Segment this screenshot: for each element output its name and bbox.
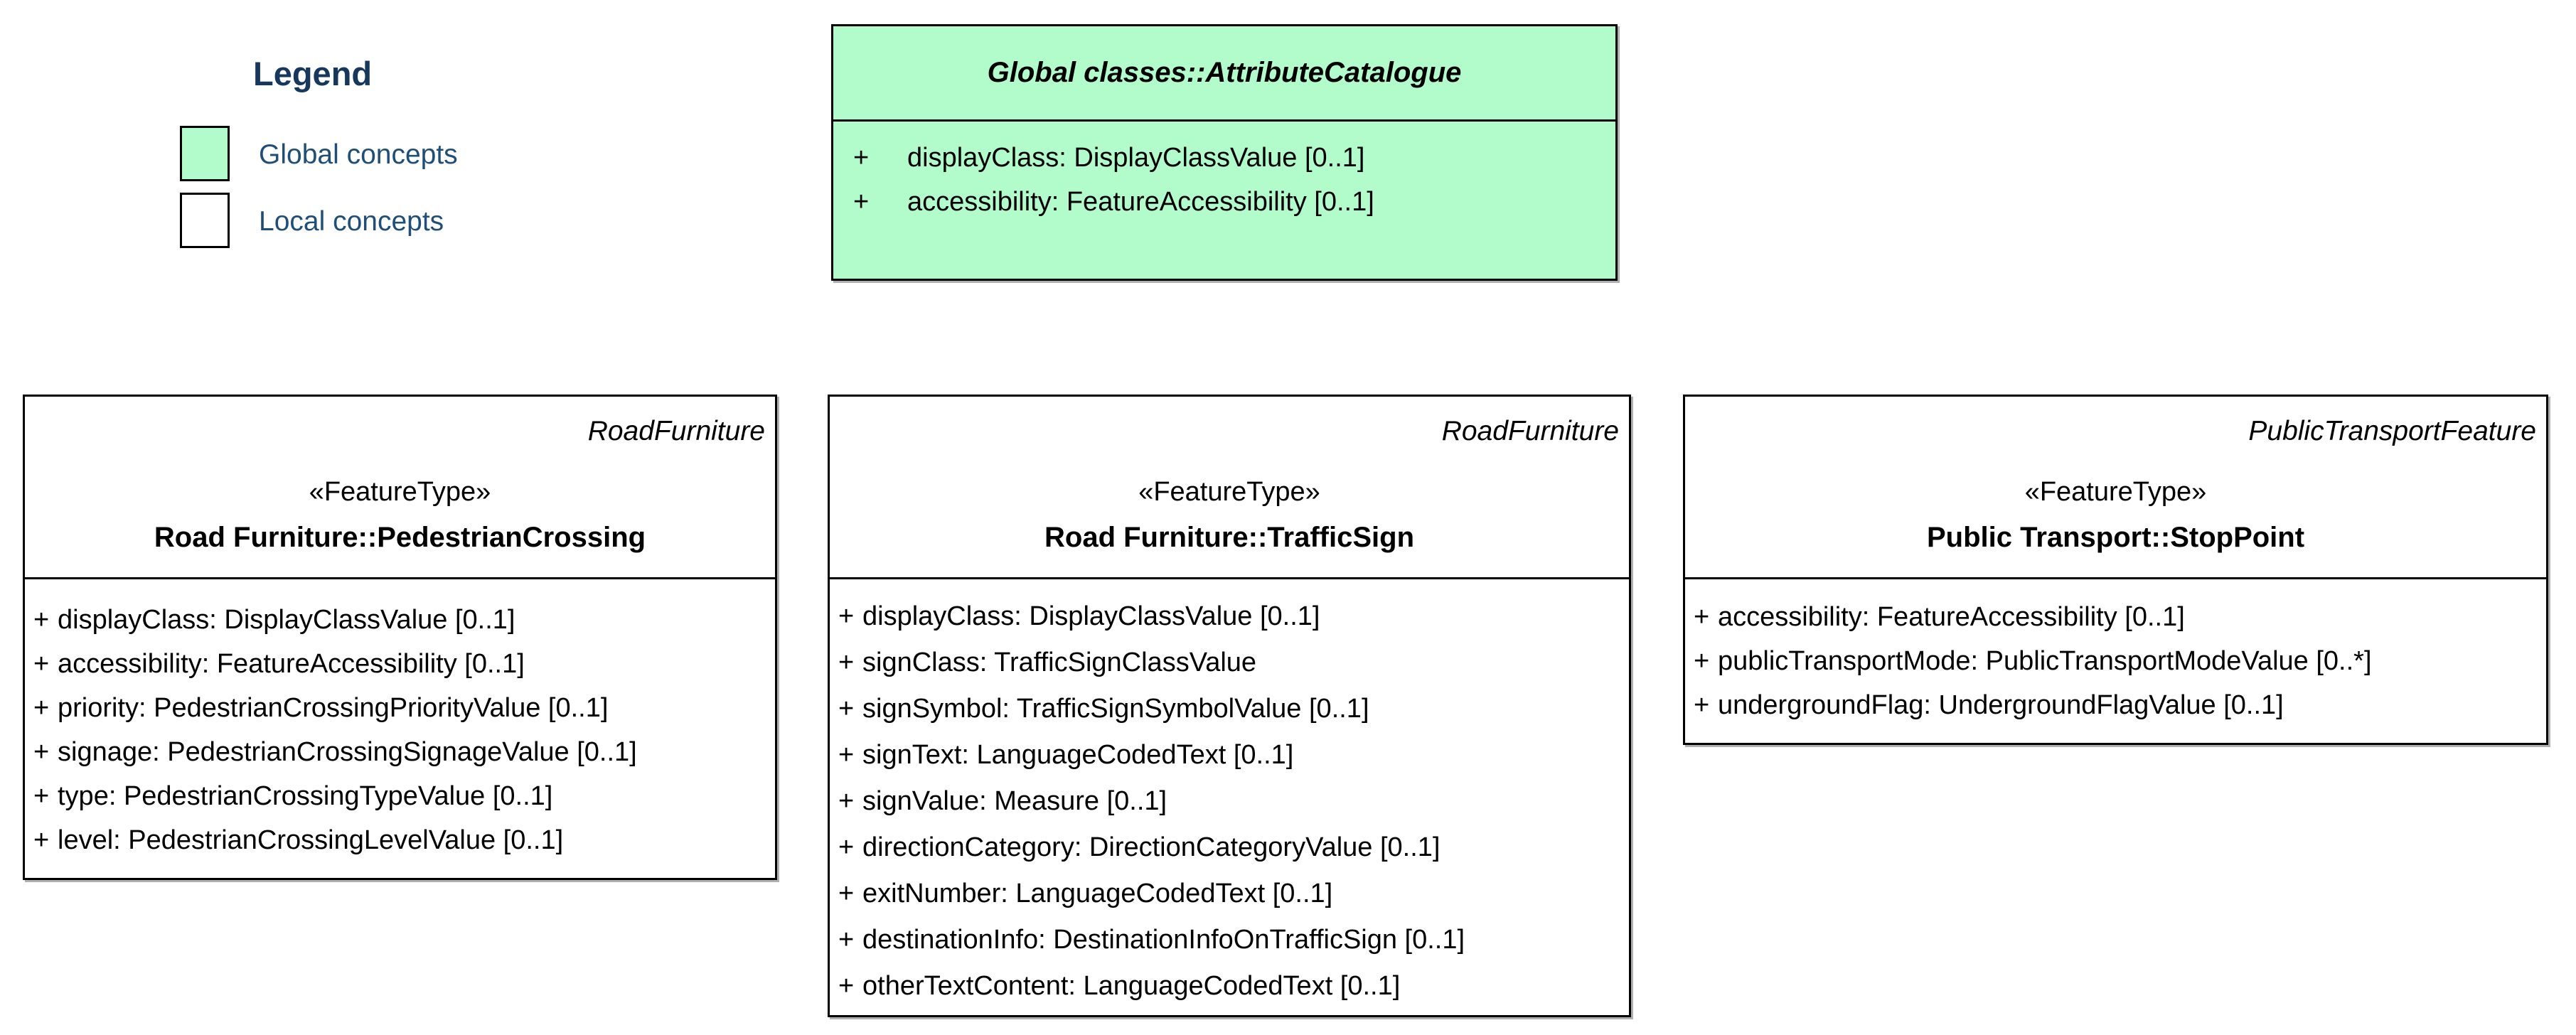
class-header: Global classes::AttributeCatalogue [833,26,1615,122]
class-box-stop-point: PublicTransportFeature «FeatureType» Pub… [1683,395,2548,745]
visibility-plus: + [838,832,855,862]
class-header: RoadFurniture «FeatureType» Road Furnitu… [25,397,775,579]
visibility-plus: + [33,825,50,855]
region-label: RoadFurniture [587,416,765,446]
visibility-plus: + [838,694,855,724]
attribute-row: + signValue: Measure [0..1] [830,778,1629,825]
legend-label-global-concepts: Global concepts [259,139,458,170]
attribute-row: + accessibility: FeatureAccessibility [0… [1685,595,2546,639]
visibility-plus: + [33,649,50,679]
legend-swatch-local-concepts [180,193,230,248]
attribute-row: + directionCategory: DirectionCategoryVa… [830,825,1629,871]
class-stereotype: «FeatureType» [2024,477,2207,507]
attribute-compartment: + displayClass: DisplayClassValue [0..1]… [25,579,775,862]
attribute-row: + level: PedestrianCrossingLevelValue [0… [25,818,775,862]
attribute-text: otherTextContent: LanguageCodedText [0..… [862,971,1401,1001]
visibility-plus: + [1694,690,1710,720]
class-stereotype: «FeatureType» [309,477,491,507]
legend-label-local-concepts: Local concepts [259,206,444,237]
attribute-row: + priority: PedestrianCrossingPriorityVa… [25,686,775,730]
attribute-text: displayClass: DisplayClassValue [0..1] [907,143,1365,173]
attribute-row: + otherTextContent: LanguageCodedText [0… [830,963,1629,1009]
attribute-row: + destinationInfo: DestinationInfoOnTraf… [830,917,1629,963]
attribute-row: + displayClass: DisplayClassValue [0..1] [833,136,1615,180]
legend-title: Legend [253,55,373,92]
visibility-plus: + [838,925,855,955]
class-name: Road Furniture::TrafficSign [1044,522,1414,553]
attribute-compartment: + displayClass: DisplayClassValue [0..1]… [830,579,1629,1009]
visibility-plus: + [838,648,855,677]
region-label: PublicTransportFeature [2248,416,2536,446]
visibility-plus: + [853,143,870,173]
attribute-text: accessibility: FeatureAccessibility [0..… [58,649,525,679]
attribute-compartment: + displayClass: DisplayClassValue [0..1]… [833,122,1615,224]
attribute-text: signage: PedestrianCrossingSignageValue … [58,737,637,767]
attribute-text: displayClass: DisplayClassValue [0..1] [862,601,1320,631]
attribute-row: + displayClass: DisplayClassValue [0..1] [830,594,1629,640]
attribute-text: signClass: TrafficSignClassValue [862,648,1257,677]
attribute-row: + exitNumber: LanguageCodedText [0..1] [830,871,1629,917]
visibility-plus: + [838,786,855,816]
attribute-text: accessibility: FeatureAccessibility [0..… [907,187,1374,217]
class-header: PublicTransportFeature «FeatureType» Pub… [1685,397,2546,579]
attribute-row: + accessibility: FeatureAccessibility [0… [25,642,775,686]
attribute-text: level: PedestrianCrossingLevelValue [0..… [58,825,564,855]
visibility-plus: + [1694,646,1710,676]
legend-swatch-global-concepts [180,126,230,181]
attribute-row: + signClass: TrafficSignClassValue [830,640,1629,686]
attribute-row: + displayClass: DisplayClassValue [0..1] [25,598,775,642]
attribute-row: + signage: PedestrianCrossingSignageValu… [25,730,775,774]
visibility-plus: + [33,693,50,723]
attribute-text: priority: PedestrianCrossingPriorityValu… [58,693,609,723]
attribute-row: + signSymbol: TrafficSignSymbolValue [0.… [830,686,1629,732]
visibility-plus: + [853,187,870,217]
class-box-attribute-catalogue: Global classes::AttributeCatalogue + dis… [831,24,1618,281]
region-label: RoadFurniture [1441,416,1619,446]
attribute-text: exitNumber: LanguageCodedText [0..1] [862,879,1333,908]
attribute-text: signText: LanguageCodedText [0..1] [862,740,1294,770]
attribute-text: signValue: Measure [0..1] [862,786,1167,816]
attribute-compartment: + accessibility: FeatureAccessibility [0… [1685,579,2546,727]
attribute-text: directionCategory: DirectionCategoryValu… [862,832,1441,862]
class-title: Global classes::AttributeCatalogue [987,57,1462,88]
visibility-plus: + [838,601,855,631]
class-header: RoadFurniture «FeatureType» Road Furnitu… [830,397,1629,579]
attribute-text: undergroundFlag: UndergroundFlagValue [0… [1718,690,2284,720]
visibility-plus: + [33,781,50,811]
attribute-row: + publicTransportMode: PublicTransportMo… [1685,639,2546,683]
visibility-plus: + [838,879,855,908]
attribute-text: publicTransportMode: PublicTransportMode… [1718,646,2372,676]
attribute-text: displayClass: DisplayClassValue [0..1] [58,605,515,635]
class-name: Public Transport::StopPoint [1926,522,2305,553]
class-name: Road Furniture::PedestrianCrossing [154,522,646,553]
visibility-plus: + [838,971,855,1001]
visibility-plus: + [33,605,50,635]
attribute-text: signSymbol: TrafficSignSymbolValue [0..1… [862,694,1369,724]
class-box-pedestrian-crossing: RoadFurniture «FeatureType» Road Furnitu… [23,395,777,880]
class-stereotype: «FeatureType» [1138,477,1320,507]
attribute-row: + signText: LanguageCodedText [0..1] [830,732,1629,778]
attribute-row: + accessibility: FeatureAccessibility [0… [833,180,1615,224]
class-box-traffic-sign: RoadFurniture «FeatureType» Road Furnitu… [828,395,1631,1017]
attribute-row: + type: PedestrianCrossingTypeValue [0..… [25,774,775,818]
visibility-plus: + [33,737,50,767]
visibility-plus: + [1694,602,1710,632]
attribute-text: destinationInfo: DestinationInfoOnTraffi… [862,925,1465,955]
attribute-text: accessibility: FeatureAccessibility [0..… [1718,602,2185,632]
visibility-plus: + [838,740,855,770]
attribute-row: + undergroundFlag: UndergroundFlagValue … [1685,683,2546,727]
attribute-text: type: PedestrianCrossingTypeValue [0..1] [58,781,553,811]
